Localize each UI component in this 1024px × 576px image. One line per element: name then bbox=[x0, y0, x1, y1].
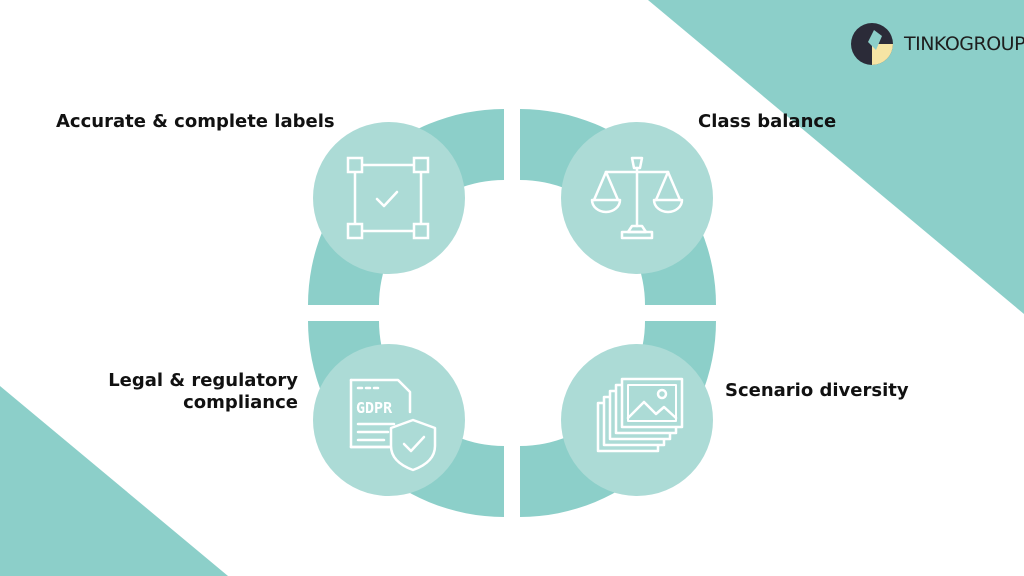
node-scenario-diversity bbox=[561, 344, 713, 496]
label-legal-compliance-line-2: compliance bbox=[183, 392, 298, 413]
corner-triangle-bottom-left bbox=[0, 386, 228, 576]
node-accurate-labels bbox=[313, 122, 465, 274]
brand-logo: TINKOGROUP bbox=[850, 20, 1024, 68]
node-class-balance bbox=[561, 122, 713, 274]
image-stack-icon bbox=[596, 377, 684, 453]
node-legal-compliance: GDPR bbox=[313, 344, 465, 496]
brand-name: TINKOGROUP bbox=[904, 33, 1024, 55]
corner-triangle-top-right bbox=[648, 0, 1024, 314]
bounding-box-check-icon bbox=[346, 156, 430, 240]
balance-scale-icon bbox=[590, 156, 684, 240]
label-scenario-diversity: Scenario diversity bbox=[725, 380, 909, 401]
svg-text:GDPR: GDPR bbox=[356, 399, 393, 417]
gdpr-document-shield-icon: GDPR bbox=[349, 378, 437, 472]
label-accurate-labels: Accurate & complete labels bbox=[56, 111, 335, 132]
logo-mark-icon bbox=[851, 23, 893, 65]
label-legal-compliance-line-1: Legal & regulatory bbox=[108, 370, 298, 391]
label-legal-compliance: Legal & regulatory compliance bbox=[108, 370, 298, 414]
label-class-balance: Class balance bbox=[698, 111, 837, 132]
